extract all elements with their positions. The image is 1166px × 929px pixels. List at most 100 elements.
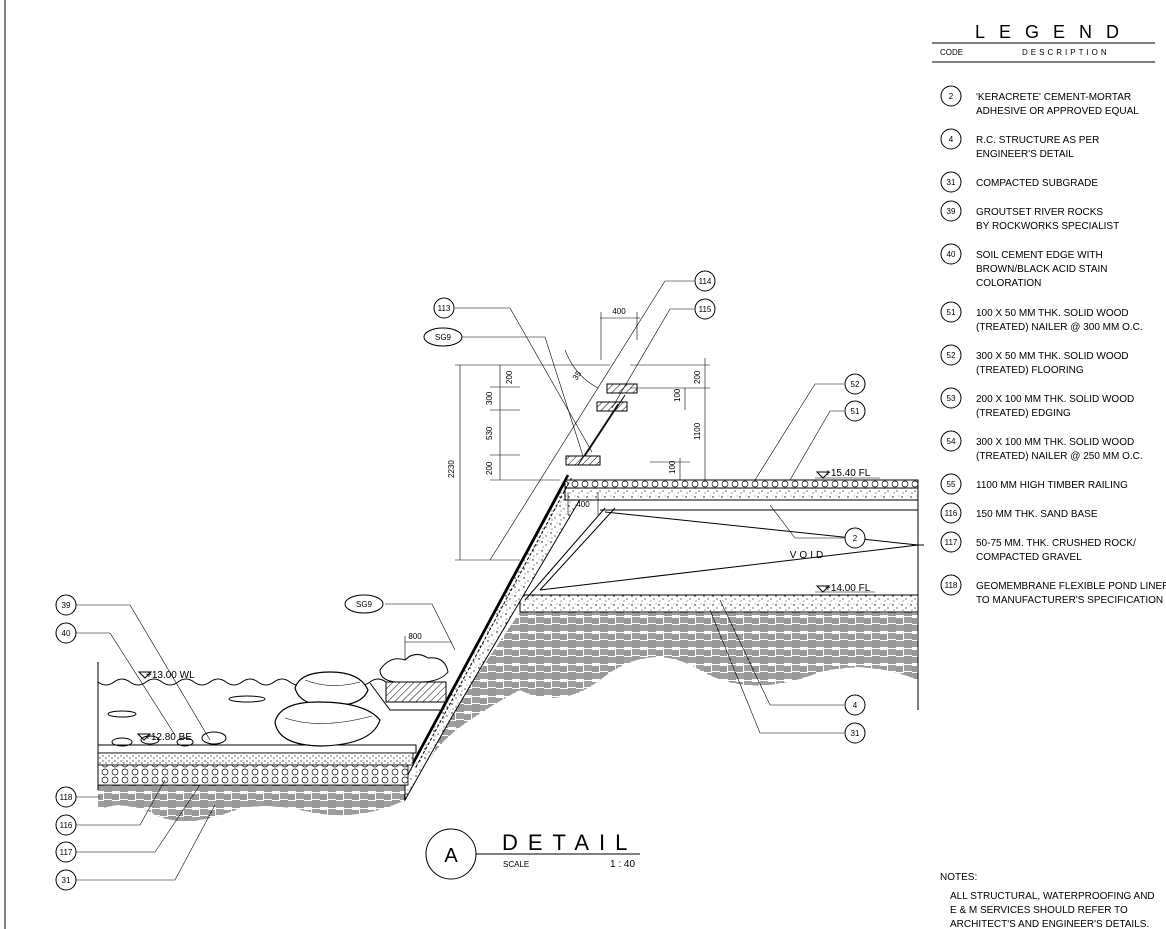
- legend-description-line: BROWN/BLACK ACID STAIN: [976, 264, 1108, 275]
- dim-2230: 2230: [447, 460, 456, 478]
- legend-description-line: COMPACTED SUBGRADE: [976, 178, 1098, 189]
- legend-description-line: ENGINEER'S DETAIL: [976, 149, 1074, 160]
- dim-800: 800: [408, 632, 422, 641]
- callout-39: 39: [55, 594, 77, 616]
- legend-code: 55: [947, 480, 956, 489]
- svg-text:40: 40: [62, 629, 71, 638]
- svg-text:117: 117: [60, 848, 73, 857]
- dim-200-lower: 200: [485, 461, 494, 475]
- legend-item-52: 52 300 X 50 MM THK. SOLID WOOD (TREATED) F…: [940, 344, 1129, 376]
- legend-code-bubble: [940, 387, 962, 409]
- legend-description-line: COMPACTED GRAVEL: [976, 552, 1082, 563]
- legend-code: 51: [947, 308, 956, 317]
- callout-113: 113: [433, 297, 455, 319]
- legend-item-117: 117 50-75 MM. THK. CRUSHED ROCK/COMPACTED…: [940, 531, 1136, 563]
- section-drawing: VOID: [97, 349, 924, 821]
- legend-code: 53: [947, 394, 956, 403]
- callout-sg9-lower: SG9: [344, 594, 384, 614]
- detail-marker: A: [444, 845, 458, 867]
- legend-code-bubble: [940, 574, 962, 596]
- sand-base: [97, 752, 414, 766]
- legend-description-line: 1100 MM HIGH TIMBER RAILING: [976, 480, 1128, 491]
- legend-description-line: 300 X 100 MM THK. SOLID WOOD: [976, 437, 1134, 448]
- notes: NOTES: ALL STRUCTURAL, WATERPROOFING AND…: [940, 872, 1155, 929]
- legend-description-line: 200 X 100 MM THK. SOLID WOOD: [976, 394, 1134, 405]
- legend-code-bubble: [940, 200, 962, 222]
- callout-114: 114: [694, 270, 716, 292]
- legend-code-bubble: [940, 128, 962, 150]
- legend-description-line: ADHESIVE OR APPROVED EQUAL: [976, 106, 1139, 117]
- legend-code: 39: [947, 207, 956, 216]
- level-fl-lower: +14.00 FL: [825, 583, 871, 594]
- legend-item-31: 31 COMPACTED SUBGRADE: [940, 171, 1098, 193]
- rc-structure-upper-slab: [564, 487, 919, 501]
- legend-description-line: GROUTSET RIVER ROCKS: [976, 207, 1103, 218]
- void-label: VOID: [790, 550, 826, 561]
- notes-line-1: ALL STRUCTURAL, WATERPROOFING AND: [950, 891, 1155, 902]
- svg-text:115: 115: [699, 305, 712, 314]
- callout-115: 115: [694, 298, 716, 320]
- level-markers: +15.40 FL +14.00 FL +13.00 WL +12.80 BE: [136, 468, 880, 743]
- callout-117: 117: [55, 841, 77, 863]
- legend-description-header: DESCRIPTION: [1022, 48, 1110, 57]
- dim-1100: 1100: [693, 422, 702, 440]
- scale-label: SCALE: [503, 860, 529, 869]
- callout-40: 40: [55, 622, 77, 644]
- scale-value: 1 : 40: [610, 859, 635, 870]
- dim-angle: 35: [571, 369, 584, 382]
- solid-wood-flooring: [564, 479, 919, 489]
- legend-code: 2: [949, 92, 954, 101]
- callout-116: 116: [55, 814, 77, 836]
- legend-description-line: (TREATED) EDGING: [976, 408, 1071, 419]
- svg-text:2: 2: [853, 534, 858, 543]
- dim-100-b: 100: [668, 460, 677, 474]
- compacted-subgrade-lower: [98, 785, 405, 821]
- callout-118: 118: [55, 786, 77, 808]
- legend-code-bubble: [940, 502, 962, 524]
- legend-description-line: (TREATED) FLOORING: [976, 365, 1084, 376]
- dim-200-upper: 200: [505, 370, 514, 384]
- svg-text:4: 4: [853, 701, 858, 710]
- svg-text:31: 31: [62, 876, 71, 885]
- river-rocks: [107, 671, 381, 747]
- callout-sg9-upper: SG9: [423, 327, 463, 347]
- legend-code-bubble: [940, 344, 962, 366]
- dim-400-bottom: 400: [576, 500, 590, 509]
- legend: LEGEND CODE DESCRIPTION 2'KERACRETE' CEM…: [932, 22, 1166, 606]
- callout-51: 51: [844, 400, 866, 422]
- legend-title: LEGEND: [975, 22, 1133, 42]
- legend-code: 118: [945, 581, 958, 590]
- level-fl-upper: +15.40 FL: [825, 468, 871, 479]
- detail-title: DETAIL: [502, 830, 637, 855]
- legend-item-55: 55 1100 MM HIGH TIMBER RAILING: [940, 473, 1128, 495]
- legend-code: 117: [945, 538, 958, 547]
- legend-description-line: TO MANUFACTURER'S SPECIFICATION: [976, 595, 1163, 606]
- leader-lines: [76, 280, 844, 881]
- callout-2: 2: [844, 527, 866, 549]
- timber-railing: [565, 383, 638, 466]
- dim-400-top: 400: [612, 307, 626, 316]
- svg-text:118: 118: [60, 793, 73, 802]
- legend-description-line: 50-75 MM. THK. CRUSHED ROCK/: [976, 538, 1136, 549]
- svg-text:113: 113: [438, 304, 451, 313]
- notes-heading: NOTES:: [940, 872, 977, 883]
- notes-line-3: ARCHITECT'S AND ENGINEER'S DETAILS.: [950, 919, 1149, 929]
- callout-4: 4: [844, 694, 866, 716]
- legend-description-line: (TREATED) NAILER @ 300 MM O.C.: [976, 322, 1143, 333]
- dim-200-right: 200: [693, 370, 702, 384]
- legend-code-bubble: [940, 531, 962, 553]
- legend-item-53: 53 200 X 100 MM THK. SOLID WOOD (TREATED) …: [940, 387, 1134, 419]
- legend-description-line: 300 X 50 MM THK. SOLID WOOD: [976, 351, 1129, 362]
- legend-code: 31: [947, 178, 956, 187]
- legend-code: 52: [947, 351, 956, 360]
- callout-31-right: 31: [844, 722, 866, 744]
